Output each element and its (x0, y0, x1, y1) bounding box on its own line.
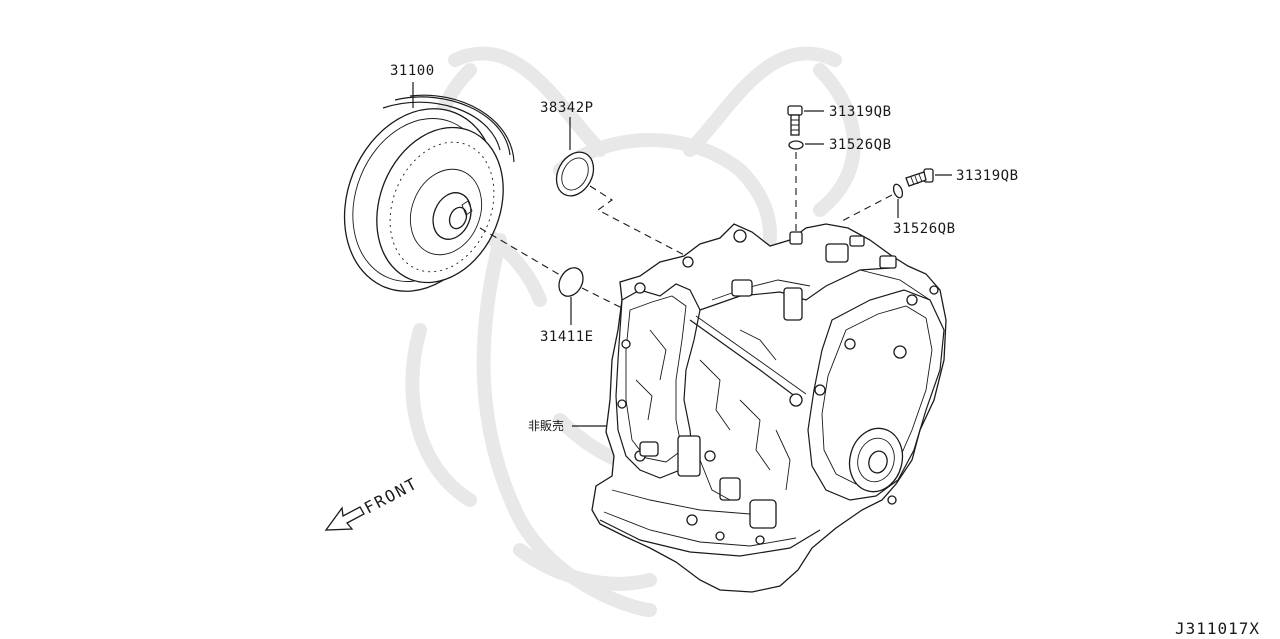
part-label-bolt-right[interactable]: 31319QB (956, 168, 1019, 184)
bolt-right[interactable] (905, 168, 934, 187)
bolt-upper[interactable] (787, 105, 803, 136)
seal-ring[interactable] (549, 146, 601, 203)
diagram-ref-code: J311017X (1175, 619, 1260, 638)
part-label-washer-right[interactable]: 31526QB (893, 221, 956, 237)
front-label: FRONT (361, 473, 421, 517)
part-label-transaxle[interactable]: 非販売 (528, 418, 564, 433)
front-arrow-icon (324, 506, 365, 531)
part-label-38342P[interactable]: 38342P (540, 100, 594, 116)
part-label-31100[interactable]: 31100 (390, 63, 435, 79)
dashed-line-seal-ring (589, 185, 691, 259)
front-indicator: FRONT (324, 473, 421, 531)
washer-right[interactable] (892, 183, 904, 199)
transaxle-assembly[interactable] (591, 223, 947, 593)
o-ring[interactable] (554, 264, 588, 301)
washer-upper[interactable] (788, 140, 804, 150)
dashed-line-converter-b (581, 287, 623, 309)
dashed-line-converter-a (479, 227, 561, 276)
part-label-washer-upper[interactable]: 31526QB (829, 137, 892, 153)
part-label-bolt-upper[interactable]: 31319QB (829, 104, 892, 120)
dashed-line-right-bolt (839, 194, 893, 223)
watermark-emblem (405, 46, 861, 617)
torque-converter[interactable] (318, 86, 526, 314)
part-label-31411E[interactable]: 31411E (540, 329, 594, 345)
